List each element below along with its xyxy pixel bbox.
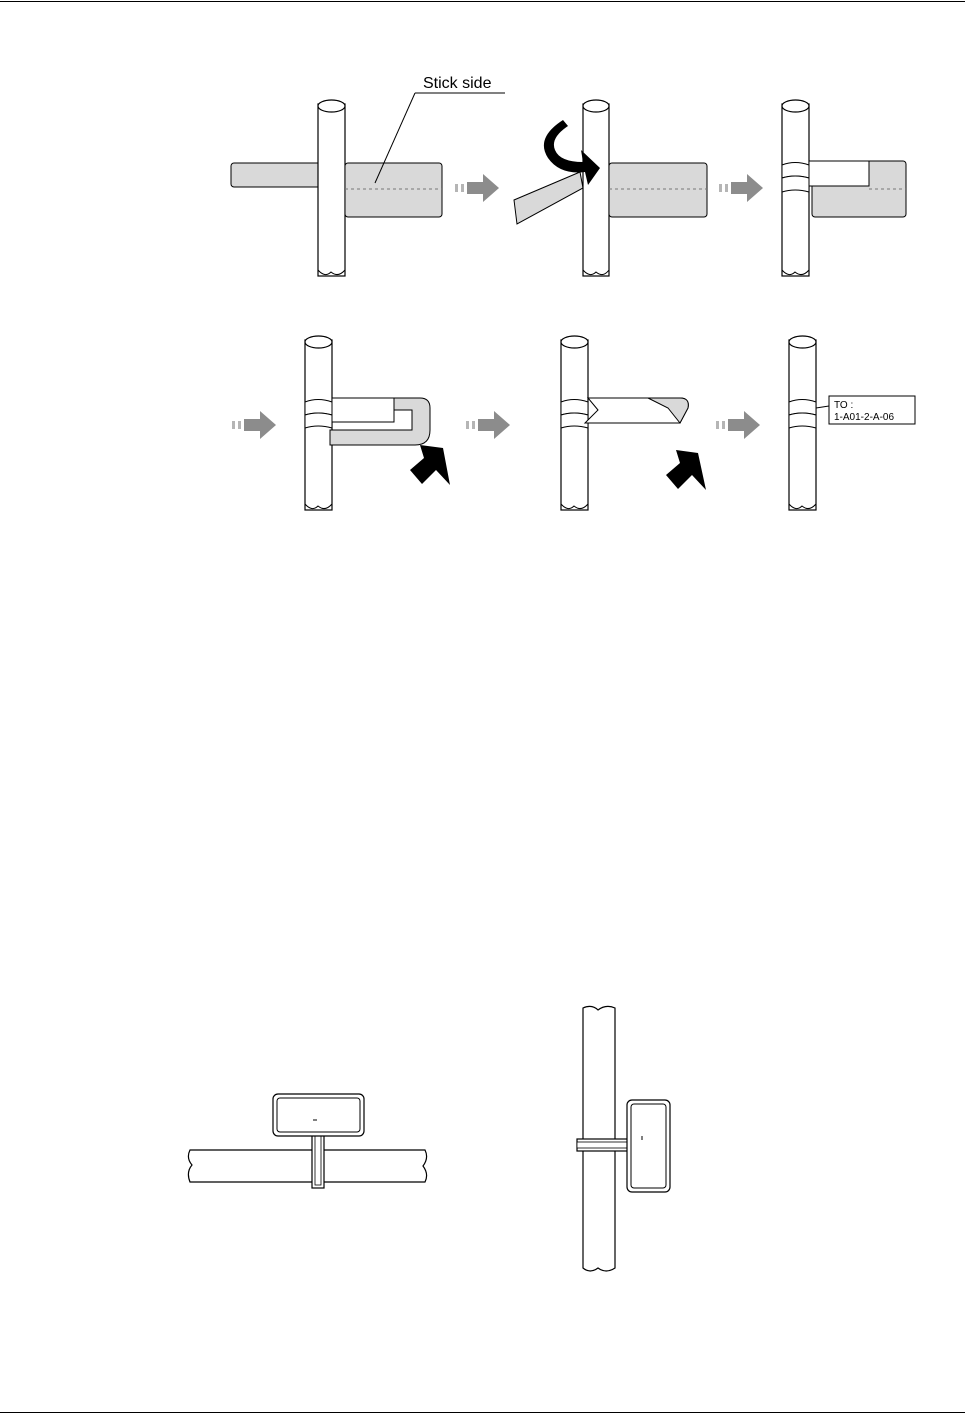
stick-side-label: Stick side bbox=[423, 75, 492, 92]
label-line-1: TO : bbox=[834, 400, 853, 411]
step-arrow bbox=[716, 411, 760, 439]
step-arrow bbox=[455, 174, 499, 202]
step-6-diagram bbox=[789, 336, 915, 510]
step-3-diagram bbox=[782, 100, 906, 276]
horizontal-cable-tag-diagram bbox=[188, 1094, 426, 1188]
step-arrow bbox=[466, 411, 510, 439]
step-arrow bbox=[232, 411, 276, 439]
footer-rule bbox=[0, 1412, 965, 1413]
press-arrow-icon bbox=[410, 445, 450, 485]
step-2-diagram bbox=[514, 100, 707, 276]
press-arrow-icon bbox=[666, 450, 706, 490]
label-line-2: 1-A01-2-A-06 bbox=[834, 412, 894, 423]
step-5-diagram bbox=[561, 336, 706, 510]
step-4-diagram bbox=[305, 336, 450, 510]
step-arrow bbox=[719, 174, 763, 202]
stick-side-callout: Stick side bbox=[423, 75, 492, 92]
vertical-cable-tag-diagram bbox=[577, 1006, 670, 1271]
